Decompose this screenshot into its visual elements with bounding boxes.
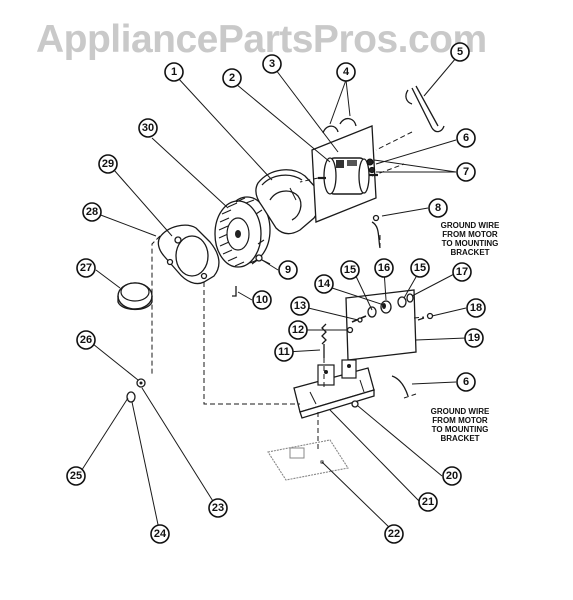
assembly-dashed-lines xyxy=(151,131,425,452)
callout-6-bottom: 6 xyxy=(456,372,476,392)
ground-wire-top-part xyxy=(371,214,381,249)
idler-pulley-assembly-part xyxy=(351,293,414,323)
screw-20-part xyxy=(351,400,359,408)
callout-15-right: 15 xyxy=(410,258,430,278)
svg-text:6: 6 xyxy=(463,376,469,388)
svg-text:14: 14 xyxy=(318,278,331,290)
callout-12: 12 xyxy=(288,320,308,340)
callout-26: 26 xyxy=(76,330,96,350)
svg-text:21: 21 xyxy=(422,496,434,508)
callout-4: 4 xyxy=(336,62,356,82)
screw-18-part xyxy=(417,312,434,321)
callout-7: 7 xyxy=(456,162,476,182)
svg-text:15: 15 xyxy=(344,264,356,276)
nut-washer-part xyxy=(126,378,146,403)
leader-lines xyxy=(77,57,467,535)
svg-text:FROM MOTOR: FROM MOTOR xyxy=(442,230,498,239)
svg-text:17: 17 xyxy=(456,266,468,278)
svg-text:TO MOUNTING: TO MOUNTING xyxy=(432,425,489,434)
callout-8: 8 xyxy=(428,198,448,218)
callout-25: 25 xyxy=(66,466,86,486)
svg-text:BRACKET: BRACKET xyxy=(440,434,479,443)
callout-17: 17 xyxy=(452,262,472,282)
svg-text:7: 7 xyxy=(463,166,469,178)
idler-spring-part xyxy=(321,323,327,358)
watermark-text: AppliancePartsPros.com xyxy=(36,18,487,61)
svg-text:28: 28 xyxy=(86,206,98,218)
callout-27: 27 xyxy=(76,258,96,278)
callout-20: 20 xyxy=(442,466,462,486)
note-ground-wire-bottom: GROUND WIRE FROM MOTOR TO MOUNTING BRACK… xyxy=(431,407,490,443)
svg-text:FROM MOTOR: FROM MOTOR xyxy=(432,416,488,425)
note-ground-wire-top: GROUND WIRE FROM MOTOR TO MOUNTING BRACK… xyxy=(441,221,500,257)
svg-text:25: 25 xyxy=(70,470,82,482)
svg-text:1: 1 xyxy=(171,66,177,78)
blower-housing-cover-part xyxy=(157,224,220,285)
svg-text:24: 24 xyxy=(154,528,167,540)
callout-1: 1 xyxy=(164,62,184,82)
motor-mount-base-part xyxy=(293,359,375,419)
svg-text:2: 2 xyxy=(229,72,235,84)
drive-motor-part xyxy=(318,157,378,195)
blower-wheel-part xyxy=(214,196,271,268)
svg-text:GROUND WIRE: GROUND WIRE xyxy=(441,221,500,230)
callout-6-top: 6 xyxy=(456,128,476,148)
callout-5: 5 xyxy=(450,42,470,62)
callout-23: 23 xyxy=(208,498,228,518)
svg-text:3: 3 xyxy=(269,58,275,70)
callout-30: 30 xyxy=(138,118,158,138)
svg-text:5: 5 xyxy=(457,46,463,58)
svg-text:6: 6 xyxy=(463,132,469,144)
callout-11: 11 xyxy=(274,342,294,362)
blower-housing-part xyxy=(255,169,321,235)
callout-19: 19 xyxy=(464,328,484,348)
svg-text:15: 15 xyxy=(414,262,426,274)
svg-text:30: 30 xyxy=(142,122,154,134)
svg-text:9: 9 xyxy=(285,264,291,276)
motor-clips-part xyxy=(322,117,357,134)
callout-13: 13 xyxy=(290,296,310,316)
svg-text:10: 10 xyxy=(256,294,268,306)
callout-14: 14 xyxy=(314,274,334,294)
base-plate-part xyxy=(267,439,349,481)
callout-28: 28 xyxy=(82,202,102,222)
callout-16: 16 xyxy=(374,258,394,278)
svg-text:BRACKET: BRACKET xyxy=(450,248,489,257)
callout-9: 9 xyxy=(278,260,298,280)
svg-text:29: 29 xyxy=(102,158,114,170)
svg-text:26: 26 xyxy=(80,334,92,346)
svg-text:13: 13 xyxy=(294,300,306,312)
callout-15-left: 15 xyxy=(340,260,360,280)
svg-text:19: 19 xyxy=(468,332,480,344)
callout-21: 21 xyxy=(418,492,438,512)
svg-text:16: 16 xyxy=(378,262,390,274)
svg-text:4: 4 xyxy=(343,66,350,78)
idler-bracket-plate-part xyxy=(345,289,417,361)
svg-text:GROUND WIRE: GROUND WIRE xyxy=(431,407,490,416)
callout-2: 2 xyxy=(222,68,242,88)
callout-18: 18 xyxy=(466,298,486,318)
svg-text:12: 12 xyxy=(292,324,304,336)
svg-text:11: 11 xyxy=(278,346,290,358)
callout-29: 29 xyxy=(98,154,118,174)
svg-text:23: 23 xyxy=(212,502,224,514)
svg-text:22: 22 xyxy=(388,528,400,540)
clip-10-part xyxy=(232,286,237,297)
svg-text:20: 20 xyxy=(446,470,458,482)
screw-9-part xyxy=(255,254,271,265)
callout-3: 3 xyxy=(262,54,282,74)
svg-text:8: 8 xyxy=(435,202,441,214)
svg-text:27: 27 xyxy=(80,262,92,274)
drive-belt-part xyxy=(405,85,445,133)
ground-wire-bottom-part xyxy=(391,375,409,397)
svg-text:18: 18 xyxy=(470,302,482,314)
ring-seal-part xyxy=(117,282,153,311)
svg-text:TO MOUNTING: TO MOUNTING xyxy=(442,239,499,248)
callout-24: 24 xyxy=(150,524,170,544)
callout-10: 10 xyxy=(252,290,272,310)
callout-22: 22 xyxy=(384,524,404,544)
